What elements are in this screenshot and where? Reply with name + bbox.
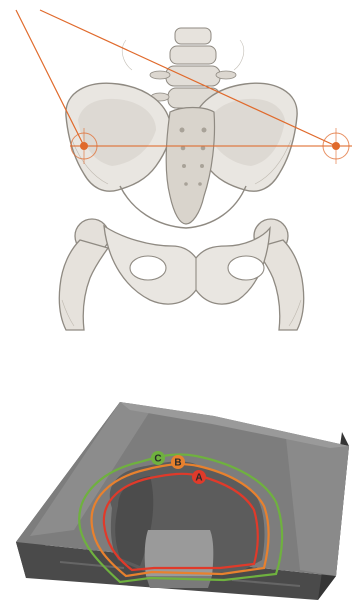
zone-a-label: A — [192, 470, 206, 484]
left-femur — [59, 240, 108, 330]
pelvis-illustration — [59, 28, 304, 330]
svg-text:B: B — [174, 458, 181, 469]
seat-cushion-illustration: C B A — [16, 402, 349, 600]
zone-b-label: B — [171, 455, 185, 469]
transverse-process — [216, 71, 236, 79]
left-obturator-foramen — [130, 256, 166, 280]
transverse-process — [150, 71, 170, 79]
right-obturator-foramen — [228, 256, 264, 280]
sacrum — [166, 108, 214, 225]
vertebra — [175, 28, 211, 44]
vertebra — [170, 46, 216, 64]
svg-text:A: A — [195, 473, 202, 484]
vertebra — [166, 66, 220, 86]
pointer-line-left — [16, 10, 84, 146]
svg-text:C: C — [154, 454, 161, 465]
zone-c-label: C — [151, 451, 165, 465]
